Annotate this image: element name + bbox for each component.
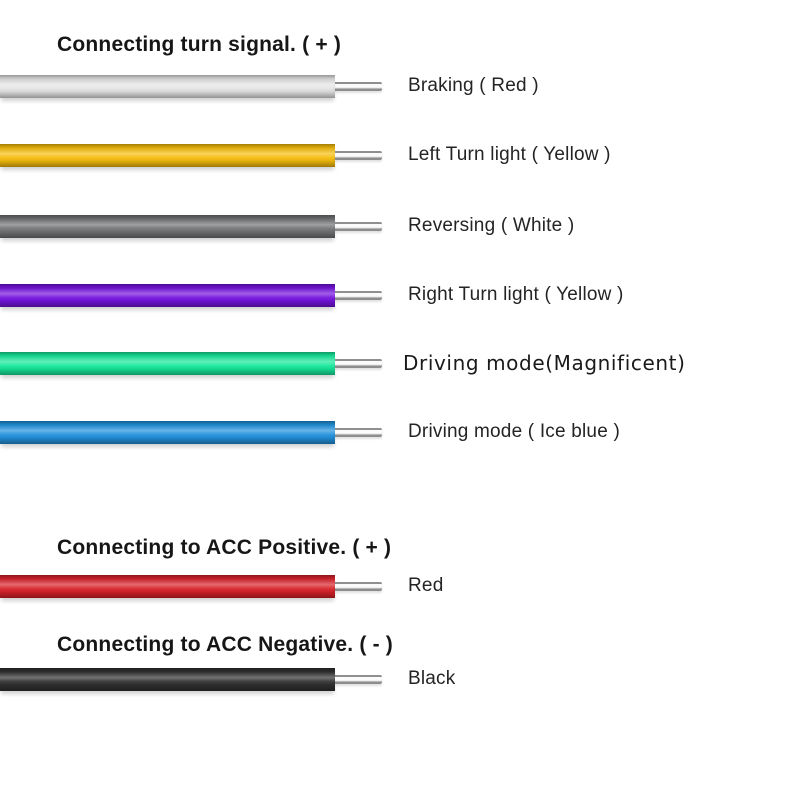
wire-row-right-turn: Right Turn light ( Yellow ) <box>0 284 800 307</box>
left-turn-wire <box>0 144 335 167</box>
wire-label-acc-negative: Black <box>408 668 456 689</box>
wire-tip <box>335 291 382 300</box>
wire-row-braking: Braking ( Red ) <box>0 75 800 98</box>
acc-negative-wire <box>0 668 335 691</box>
reversing-wire <box>0 215 335 238</box>
wire-row-driving-ice-blue: Driving mode ( Ice blue ) <box>0 421 800 444</box>
wire-label-braking: Braking ( Red ) <box>408 75 539 96</box>
wire-label-driving-magnificent: Driving mode(Magnificent) <box>403 351 686 375</box>
wire-label-driving-ice-blue: Driving mode ( Ice blue ) <box>408 421 620 442</box>
section-heading-acc-negative: Connecting to ACC Negative. ( - ) <box>57 633 393 656</box>
wire-tip <box>335 151 382 160</box>
wire-tip <box>335 359 382 368</box>
wire-row-driving-magnificent: Driving mode(Magnificent) <box>0 351 800 375</box>
wire-label-reversing: Reversing ( White ) <box>408 215 575 236</box>
driving-magnificent-wire <box>0 352 335 375</box>
acc-positive-wire <box>0 575 335 598</box>
wire-row-acc-negative: Black <box>0 668 800 691</box>
wire-tip <box>335 222 382 231</box>
wire-tip <box>335 675 382 684</box>
wire-label-right-turn: Right Turn light ( Yellow ) <box>408 284 624 305</box>
wire-tip <box>335 428 382 437</box>
wire-row-reversing: Reversing ( White ) <box>0 215 800 238</box>
wire-label-left-turn: Left Turn light ( Yellow ) <box>408 144 611 165</box>
section-heading-turn-signal: Connecting turn signal. ( + ) <box>57 33 342 56</box>
wire-row-acc-positive: Red <box>0 575 800 598</box>
wire-tip <box>335 582 382 591</box>
wire-row-left-turn: Left Turn light ( Yellow ) <box>0 144 800 167</box>
wire-tip <box>335 82 382 91</box>
section-heading-acc-positive: Connecting to ACC Positive. ( + ) <box>57 536 392 559</box>
wire-label-acc-positive: Red <box>408 575 444 596</box>
right-turn-wire <box>0 284 335 307</box>
driving-ice-blue-wire <box>0 421 335 444</box>
braking-wire <box>0 75 335 98</box>
